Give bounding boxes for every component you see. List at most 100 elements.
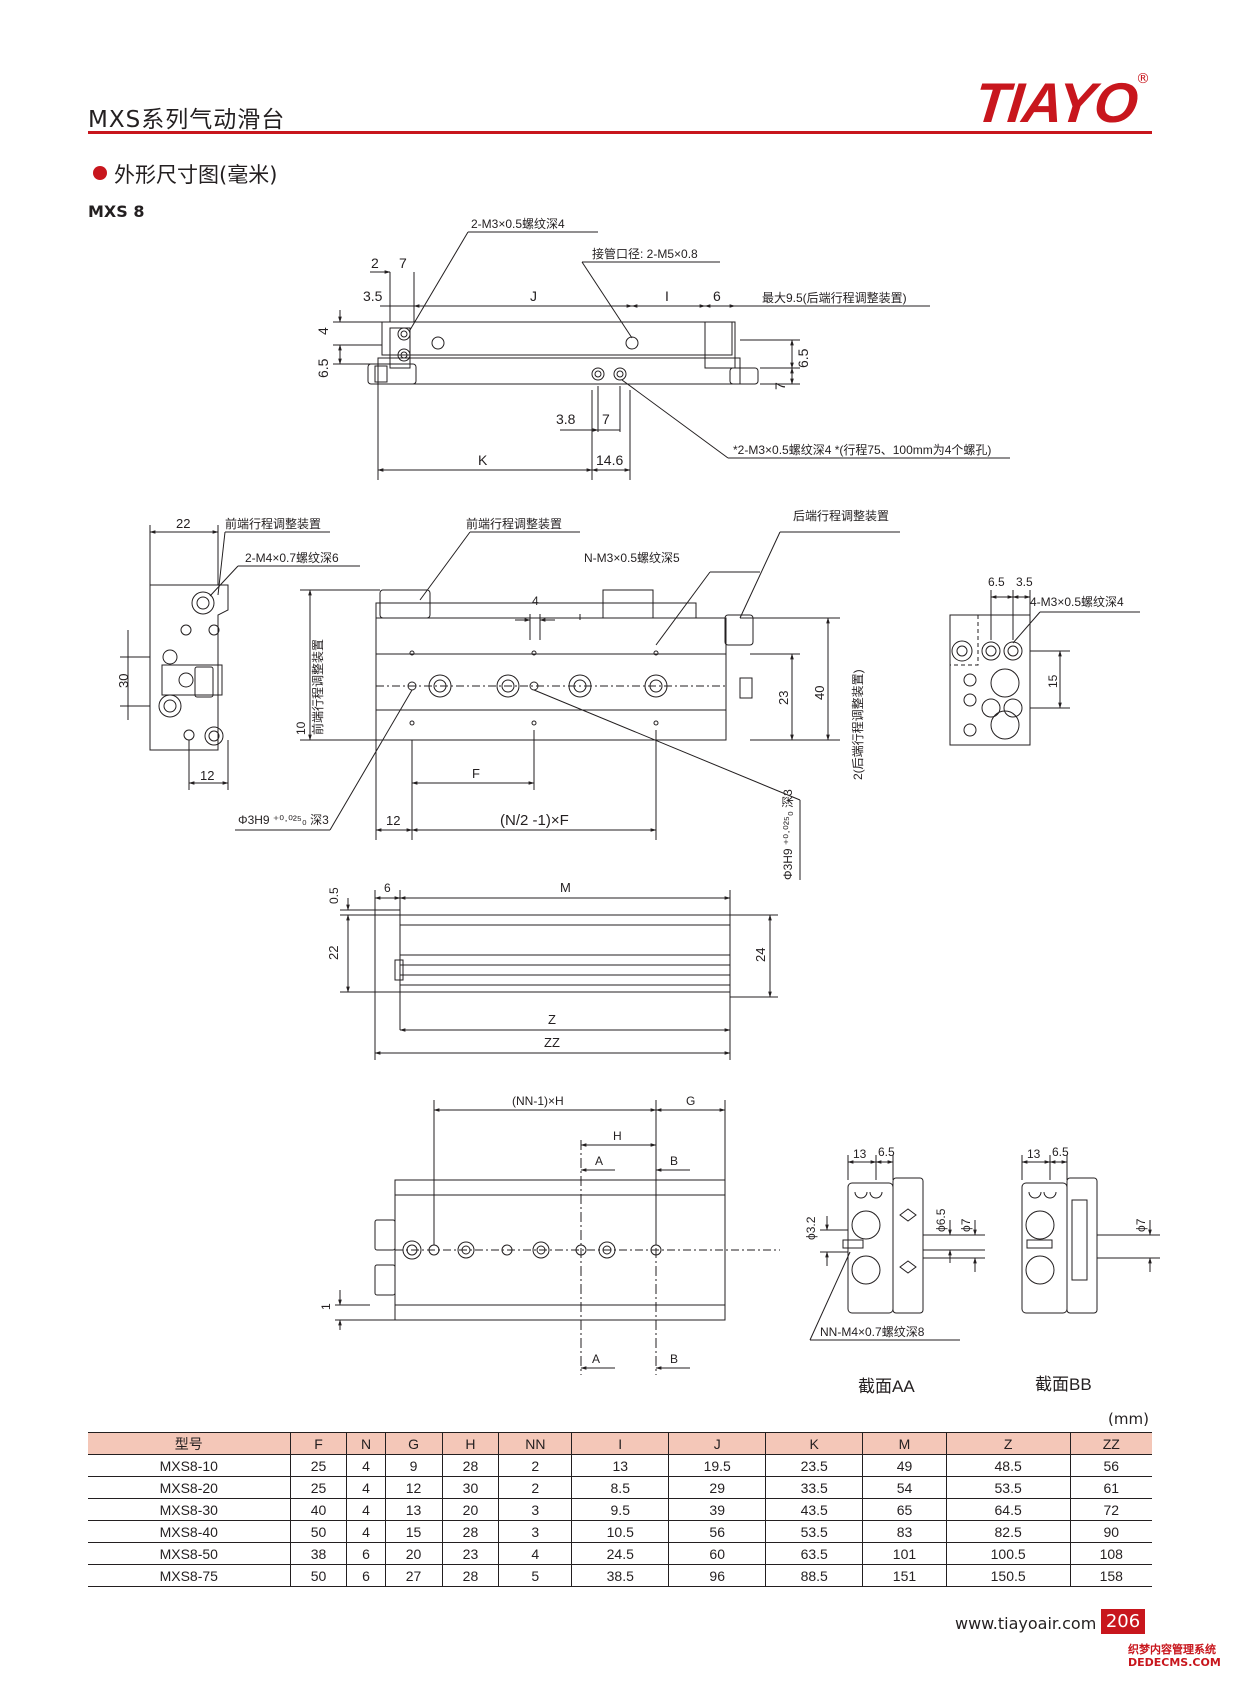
table-cell: 13 — [384, 1498, 442, 1521]
table-cell: 6 — [346, 1564, 386, 1587]
table-cell: 150.5 — [945, 1564, 1071, 1587]
dim-3-5-end: 3.5 — [1016, 575, 1033, 589]
dim-22-front: 22 — [326, 946, 341, 960]
sec-aa-6-5b: ϕ6.5 — [934, 1208, 948, 1232]
table-cell: 29 — [668, 1476, 766, 1499]
watermark-line-1: 织梦内容管理系统 — [1128, 1643, 1216, 1656]
table-cell: 50 — [289, 1564, 347, 1587]
dim-12: 12 — [200, 768, 214, 783]
table-header-cell: F — [289, 1432, 347, 1455]
header-rule — [88, 131, 1152, 134]
table-cell: 54 — [862, 1476, 947, 1499]
end-view-right — [949, 590, 1140, 746]
table-cell: 53.5 — [765, 1520, 863, 1543]
table-cell: MXS8-75 — [88, 1564, 291, 1587]
watermark: 织梦内容管理系统 DEDECMS.COM — [1128, 1643, 1221, 1669]
front-adj-label-2: 前端行程调整装置 — [466, 516, 562, 531]
top-view — [333, 231, 1010, 480]
table-cell: MXS8-50 — [88, 1542, 291, 1565]
table-cell: 28 — [441, 1520, 499, 1543]
table-cell: 6 — [346, 1542, 386, 1565]
cut-B-top: B — [670, 1154, 678, 1168]
table-header-cell: ZZ — [1069, 1432, 1152, 1455]
table-cell: 5 — [498, 1564, 572, 1587]
website-link[interactable]: www.tiayoair.com — [955, 1614, 1097, 1633]
dim-4-side: 4 — [532, 594, 539, 608]
dim-3-8: 3.8 — [556, 411, 576, 427]
dim-M: M — [560, 880, 571, 895]
table-header-cell: H — [441, 1432, 499, 1455]
unit-label: (mm) — [1108, 1410, 1149, 1428]
section-title: 外形尺寸图(毫米) — [114, 163, 278, 187]
table-cell: 108 — [1069, 1542, 1152, 1565]
dim-40: 40 — [812, 686, 827, 700]
table-cell: 10.5 — [571, 1520, 669, 1543]
section-bb — [1021, 1155, 1160, 1314]
table-header-cell: M — [862, 1432, 947, 1455]
table-cell: 3 — [498, 1498, 572, 1521]
registered-mark: ® — [1136, 71, 1150, 87]
dim-24: 24 — [753, 948, 768, 962]
sec-bb-13: 13 — [1027, 1147, 1041, 1161]
sec-bb-7: ϕ7 — [1134, 1218, 1148, 1232]
table-cell: 43.5 — [765, 1498, 863, 1521]
table-cell: 90 — [1069, 1520, 1152, 1543]
page-number: 206 — [1101, 1609, 1145, 1634]
front-adj-label: 前端行程调整装置 — [225, 516, 321, 531]
table-cell: 12 — [384, 1476, 442, 1499]
table-cell: 82.5 — [945, 1520, 1071, 1543]
table-cell: 2 — [498, 1476, 572, 1499]
table-cell: 40 — [289, 1498, 347, 1521]
dim-F: F — [472, 766, 480, 781]
table-cell: 28 — [441, 1454, 499, 1477]
dim-3-5: 3.5 — [363, 288, 383, 304]
dim-0-5: 0.5 — [327, 887, 341, 904]
table-header-cell: G — [384, 1432, 442, 1455]
table-cell: 48.5 — [945, 1454, 1071, 1477]
table-cell: 23 — [441, 1542, 499, 1565]
table-header-cell: K — [765, 1432, 863, 1455]
table-cell: 33.5 — [765, 1476, 863, 1499]
n-thread-label: N-M3×0.5螺纹深5 — [584, 551, 680, 565]
dim-6-5-end: 6.5 — [988, 575, 1005, 589]
table-cell: 27 — [384, 1564, 442, 1587]
callout-port: 接管口径: 2-M5×0.8 — [592, 246, 698, 261]
sec-aa-6-5: 6.5 — [878, 1145, 895, 1159]
table-cell: 50 — [289, 1520, 347, 1543]
table-cell: 9 — [384, 1454, 442, 1477]
table-cell: 15 — [384, 1520, 442, 1543]
dim-G: G — [686, 1094, 695, 1108]
dim-6-5b: 6.5 — [795, 348, 811, 368]
table-cell: 4 — [346, 1498, 386, 1521]
cut-B-bottom: B — [670, 1352, 678, 1366]
dim-K: K — [478, 452, 488, 468]
dim-ZZ: ZZ — [544, 1035, 560, 1050]
cut-A-bottom: A — [592, 1352, 600, 1366]
dim-Z: Z — [548, 1012, 556, 1027]
dim-6-5: 6.5 — [315, 358, 331, 378]
table-cell: 151 — [862, 1564, 947, 1587]
side-view-main — [235, 531, 900, 880]
table-cell: 72 — [1069, 1498, 1152, 1521]
callout-thread2: *2-M3×0.5螺纹深4 *(行程75、100mm为4个螺孔) — [733, 442, 991, 457]
table-header-cell: NN — [498, 1432, 572, 1455]
table-header-cell: J — [668, 1432, 766, 1455]
table-cell: 38 — [289, 1542, 347, 1565]
dim-2: 2 — [371, 255, 379, 271]
vert-rear-label: 2(后端行程调整装置) — [850, 669, 865, 780]
table-cell: 61 — [1069, 1476, 1152, 1499]
table-cell: 20 — [384, 1542, 442, 1565]
table-cell: 56 — [1069, 1454, 1152, 1477]
dim-6: 6 — [713, 288, 721, 304]
table-cell: 100.5 — [945, 1542, 1071, 1565]
table-header-cell: I — [571, 1432, 669, 1455]
dim-I: I — [665, 288, 669, 304]
dim-22: 22 — [176, 516, 190, 531]
table-cell: MXS8-30 — [88, 1498, 291, 1521]
